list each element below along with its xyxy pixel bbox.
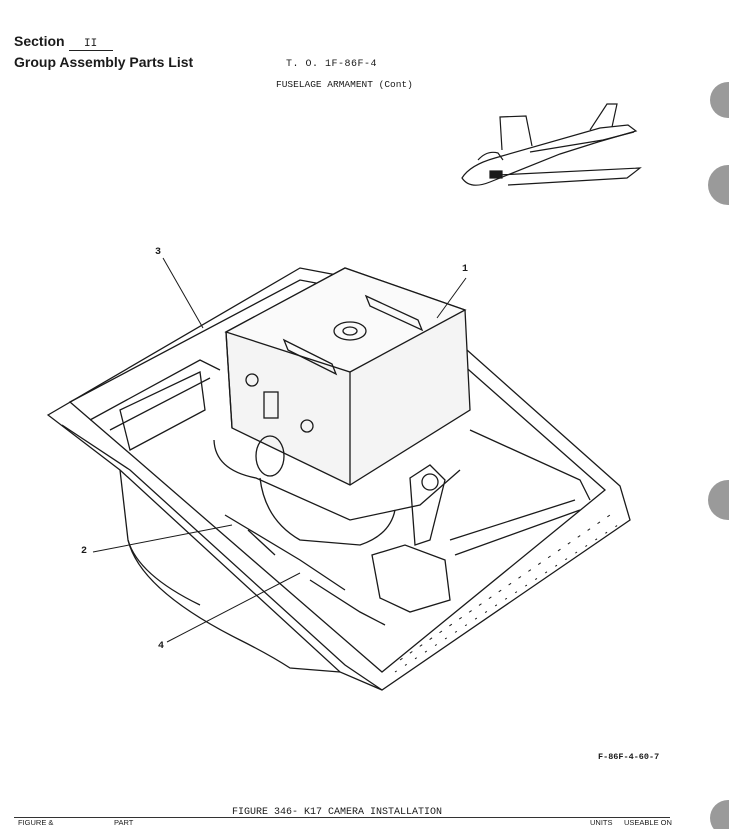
binder-holes <box>708 82 729 829</box>
callout-4: 4 <box>158 641 165 652</box>
section-label: Section <box>14 33 65 49</box>
binder-hole-4 <box>710 800 729 829</box>
table-header-rule <box>14 817 670 818</box>
drawing-code: F-86F-4-60-7 <box>598 752 660 762</box>
binder-hole-2 <box>708 165 729 205</box>
figure-caption: FIGURE 346- K17 CAMERA INSTALLATION <box>232 807 443 818</box>
col-header-units: UNITS <box>590 818 613 827</box>
col-header-figure: FIGURE & <box>18 818 54 827</box>
technical-order-number: T. O. 1F-86F-4 <box>286 59 378 70</box>
group-title: Group Assembly Parts List <box>14 54 194 70</box>
aircraft-silhouette-icon <box>461 103 642 186</box>
page-subtitle: FUSELAGE ARMAMENT (Cont) <box>276 79 413 90</box>
callout-1: 1 <box>462 264 469 275</box>
binder-hole-1 <box>710 82 729 118</box>
col-header-usable-on: USEABLE ON <box>624 818 672 827</box>
callout-leaders <box>92 257 467 643</box>
col-header-part: PART <box>114 818 134 827</box>
binder-hole-3 <box>708 480 729 520</box>
callout-3: 3 <box>155 247 162 258</box>
camera-installation-drawing <box>46 267 631 691</box>
section-number: II <box>68 38 113 51</box>
callout-2: 2 <box>81 546 88 557</box>
